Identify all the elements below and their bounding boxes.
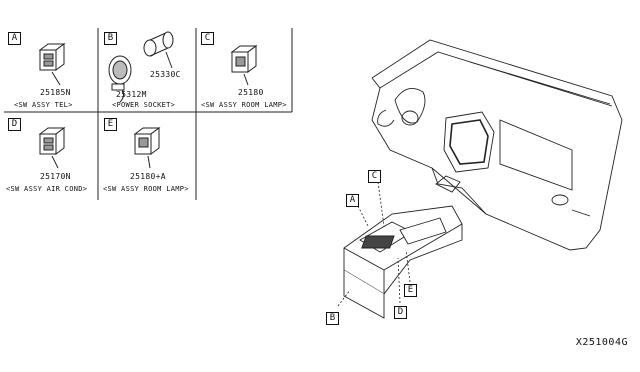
switch-room-lamp-drawing (230, 45, 258, 86)
diagram-id: X251004G (575, 337, 628, 348)
cell-c-part-number: 25180 (238, 88, 264, 97)
cell-d-caption: <SW ASSY AIR COND> (6, 185, 88, 193)
dashboard-drawing (371, 39, 623, 251)
cell-a-letter: A (8, 32, 21, 45)
cell-b-part-number-main: 25312M (116, 90, 147, 99)
center-console-drawing (343, 205, 463, 319)
cigar-lighter-drawing (143, 31, 174, 69)
switch-air-cond-drawing (38, 127, 66, 169)
cell-b-letter: B (104, 32, 117, 45)
cell-a-part-number: 25185N (40, 88, 71, 97)
cell-e-letter: E (104, 118, 117, 131)
cell-a-caption: <SW ASSY TEL> (14, 101, 73, 109)
cell-e-part-number: 25180+A (130, 172, 166, 181)
callout-c: C (368, 170, 381, 183)
callout-leaders (337, 181, 411, 307)
cell-b-part-number-side: 25330C (150, 70, 181, 79)
switch-tel-drawing (38, 43, 66, 86)
cell-d-part-number: 25170N (40, 172, 71, 181)
cell-b-caption: <POWER SOCKET> (112, 101, 176, 109)
callout-b: B (326, 312, 339, 325)
cell-e-caption: <SW ASSY ROOM LAMP> (103, 185, 189, 193)
power-socket-drawing (108, 55, 132, 103)
switch-room-lamp-2-drawing (133, 127, 161, 169)
callout-d: D (394, 306, 407, 319)
cell-d-letter: D (8, 118, 21, 131)
cell-c-caption: <SW ASSY ROOM LAMP> (201, 101, 287, 109)
callout-e: E (404, 284, 417, 297)
callout-a: A (346, 194, 359, 207)
cell-c-letter: C (201, 32, 214, 45)
